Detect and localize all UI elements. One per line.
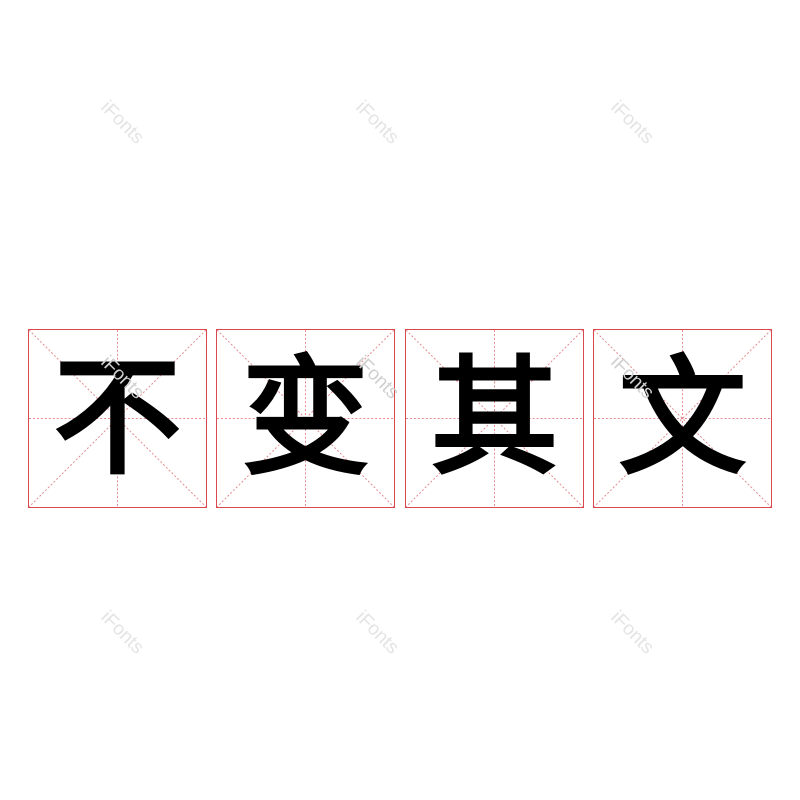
watermark: iFonts bbox=[96, 96, 148, 149]
watermark: iFonts bbox=[351, 96, 403, 149]
character-glyph: 文 bbox=[618, 343, 747, 493]
watermark: iFonts bbox=[96, 606, 148, 659]
character-glyph: 不 bbox=[53, 343, 182, 493]
character-box-4: 文 bbox=[593, 329, 772, 508]
tianzige-grid bbox=[594, 330, 771, 507]
tianzige-grid bbox=[406, 330, 583, 507]
watermark: iFonts bbox=[351, 606, 403, 659]
watermark: iFonts bbox=[606, 606, 658, 659]
character-glyph: 变 bbox=[241, 343, 370, 493]
character-box-3: 其 bbox=[405, 329, 584, 508]
character-box-1: 不 bbox=[28, 329, 207, 508]
character-box-2: 变 bbox=[216, 329, 395, 508]
tianzige-grid bbox=[217, 330, 394, 507]
character-glyph: 其 bbox=[430, 343, 559, 493]
watermark: iFonts bbox=[606, 96, 658, 149]
tianzige-grid bbox=[29, 330, 206, 507]
